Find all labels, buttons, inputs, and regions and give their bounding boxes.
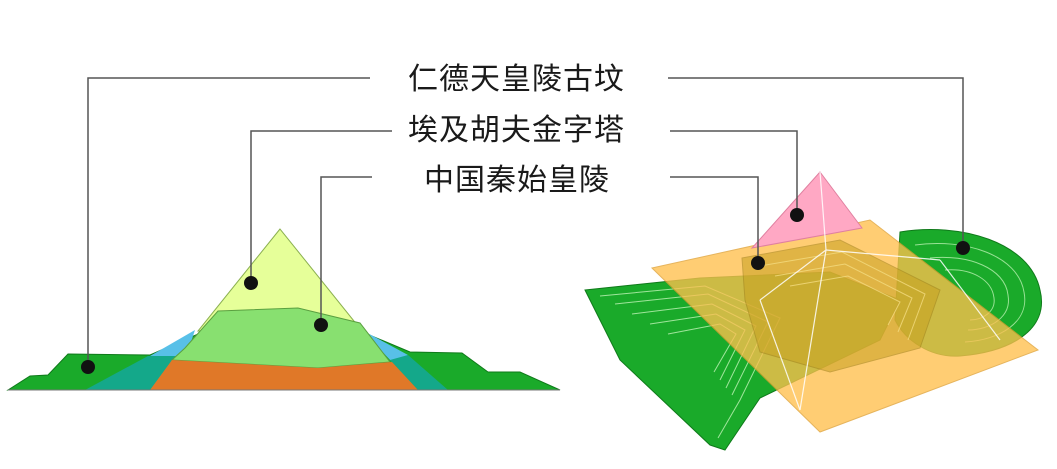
leader-lines [87, 77, 964, 367]
dot-khufu-right [790, 208, 804, 222]
khufu-side-wedge-right [362, 330, 408, 362]
marker-dots [81, 208, 970, 374]
leader-nintoku-right [668, 77, 964, 248]
leader-qin-left [320, 176, 372, 325]
teal-base-left [85, 356, 190, 390]
leader-qin-right [670, 176, 759, 263]
dot-khufu-left [244, 276, 258, 290]
dot-nintoku-left [81, 360, 95, 374]
leader-nintoku-left [87, 77, 370, 367]
cross-section-view [6, 228, 561, 391]
qin-profile-top [170, 307, 391, 369]
dot-qin-left [314, 318, 328, 332]
label-nintoku-mausoleum: 仁德天皇陵古坟 [408, 62, 625, 97]
overlay-3d-view [584, 171, 1042, 451]
qin-3d-steps [759, 251, 926, 341]
teal-base-right [390, 355, 448, 390]
khufu-3d-apex [750, 171, 863, 249]
label-khufu-pyramid: 埃及胡夫金字塔 [408, 113, 625, 148]
label-qin-mausoleum: 中国秦始皇陵 [424, 163, 610, 198]
khufu-3d-edges [759, 171, 1001, 411]
leader-khufu-left [250, 130, 392, 283]
dot-qin-right [751, 256, 765, 270]
leader-khufu-right [670, 130, 798, 215]
dot-nintoku-right [956, 241, 970, 255]
qin-profile-base [150, 360, 418, 390]
